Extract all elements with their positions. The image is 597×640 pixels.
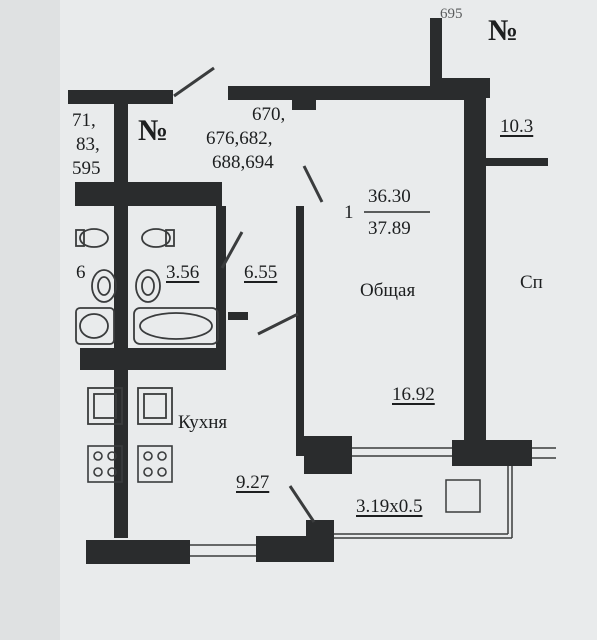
wall-window-right: [452, 440, 532, 466]
kitchen-label: Кухня: [178, 412, 228, 433]
wall-top-right: [442, 78, 490, 98]
wall-partition-room: [296, 206, 304, 456]
common-room-label: Общая: [360, 280, 416, 301]
apartment-number-1: 670,: [252, 104, 286, 125]
living-area: 36.30: [368, 186, 411, 207]
bathroom-area: 3.56: [166, 262, 200, 283]
hall-area: 6.55: [244, 262, 278, 283]
right-room-label-fragment: Сп: [520, 272, 543, 293]
wall-partition-top: [292, 98, 316, 110]
sinks: [91, 269, 161, 303]
wall-right-neighbor: [480, 158, 548, 166]
bathtubs: [75, 307, 219, 345]
doors: [173, 66, 324, 523]
wall-top: [228, 86, 486, 100]
wall-door-stub: [228, 312, 248, 320]
apartment-number-2: 676,682,: [206, 128, 273, 149]
wall-top-stub: [430, 18, 442, 86]
wall-bottom-left: [86, 540, 190, 564]
apartment-number-sign-right: №: [488, 14, 518, 47]
wall-window-left: [304, 436, 352, 474]
room-count: 1: [344, 202, 354, 223]
paper-shadow-left: [0, 0, 60, 640]
balcony-box: [445, 479, 481, 513]
wall-bath-bottom: [80, 348, 226, 370]
kitchen-area: 9.27: [236, 472, 270, 493]
wall-right: [464, 96, 486, 442]
windows: [190, 447, 556, 557]
apartment-number-3: 688,694: [212, 152, 274, 173]
left-neighbor-number-2: 83,: [76, 134, 100, 155]
walls: [68, 18, 548, 564]
balcony-size: 3.19x0.5: [356, 496, 423, 517]
stoves: [87, 445, 173, 483]
total-area: 37.89: [368, 218, 411, 239]
apartment-number-sign: №: [138, 114, 168, 147]
common-room-area: 16.92: [392, 384, 435, 405]
left-neighbor-number-3: 595: [72, 158, 101, 179]
wall-bath-right: [216, 206, 226, 370]
right-room-area-fragment: 10.3: [500, 116, 534, 137]
balcony: [334, 466, 513, 539]
wall-hall-column: [306, 520, 334, 562]
kitchen-sinks: [87, 387, 173, 425]
bathroom-area-left-fragment: 6: [76, 262, 86, 283]
right-neighbor-number-fragment: 695: [440, 6, 463, 22]
wall-bath-top: [75, 182, 222, 206]
toilets: [75, 228, 175, 248]
left-neighbor-number-1: 71,: [72, 110, 96, 131]
